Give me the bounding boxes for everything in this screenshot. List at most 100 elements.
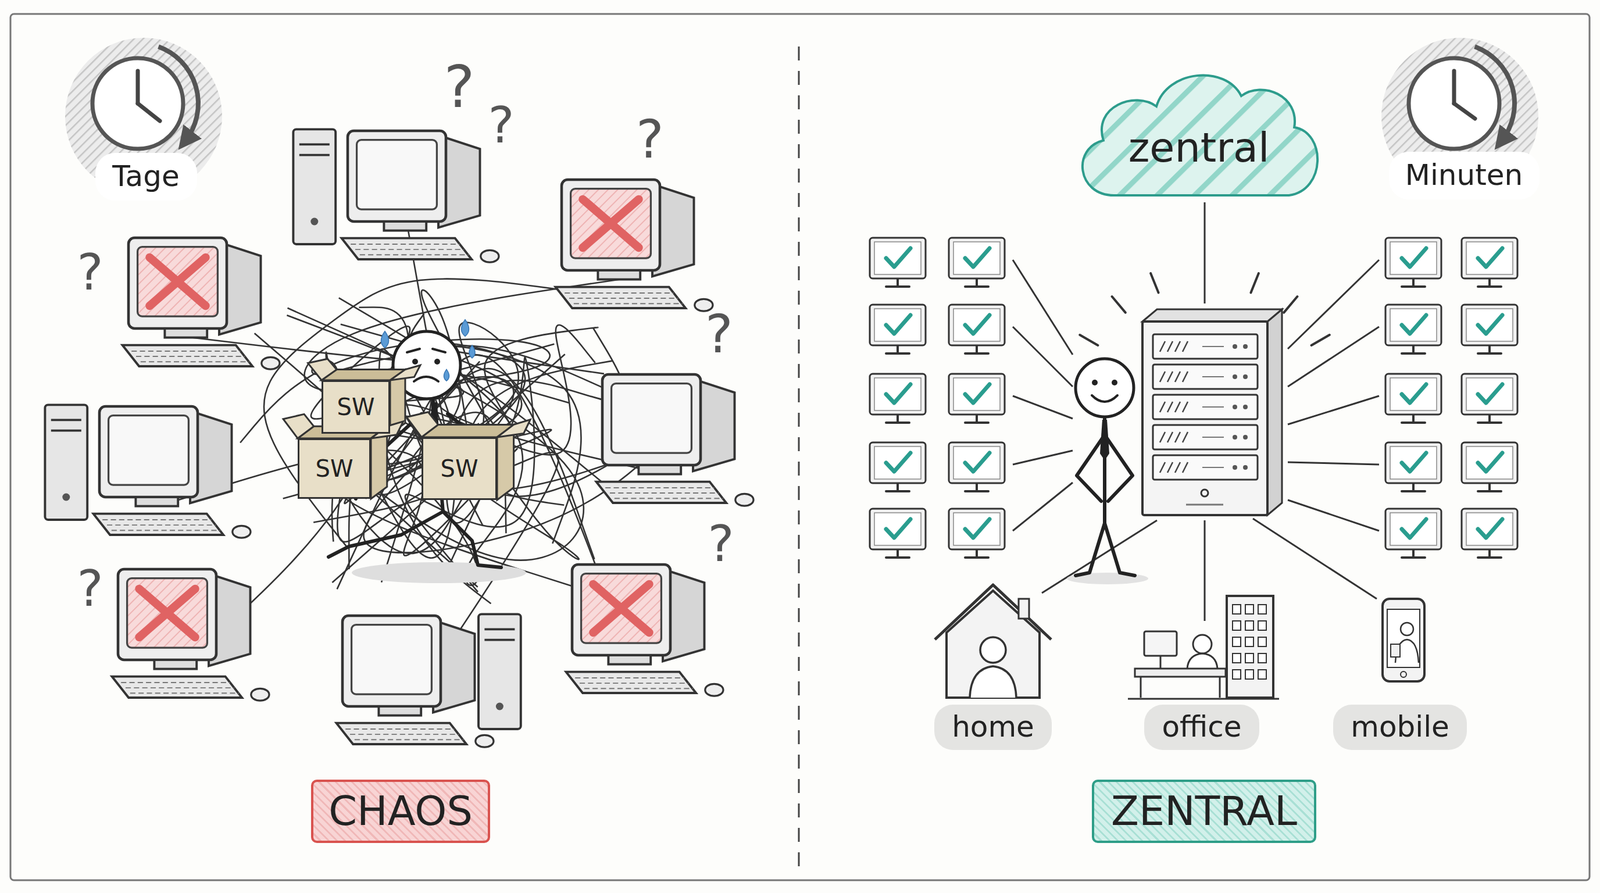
old-computer [108,415,189,486]
place-label: mobile [1333,704,1467,750]
ok-monitor [874,241,921,275]
ok-monitor [965,421,989,424]
place-icons [1232,620,1241,631]
ok-monitor [975,345,978,353]
ok-monitor [948,237,1005,279]
place-icons [1245,620,1254,631]
ok-monitor [1477,315,1503,334]
ok-monitor [896,549,899,557]
server-rack [1142,309,1282,322]
place-icons [1018,598,1030,619]
ok-monitor [1412,414,1415,422]
old-computer [609,492,719,494]
broken-computer [138,588,195,638]
status-box: CHAOS [311,779,491,844]
clock-icon [1475,46,1515,141]
ok-monitor [896,414,899,422]
ok-monitor [1385,442,1442,492]
old-computer [355,248,464,250]
stressed-person [406,348,420,353]
old-computer [342,615,441,707]
box-flaps [406,412,438,438]
place-icons [1382,598,1425,682]
network-lines [1150,273,1159,293]
broken-computer [570,188,652,259]
ok-monitor [869,304,926,354]
place-icons [934,584,1425,699]
old-computer [359,254,469,256]
server-rack [1167,431,1173,443]
place-icons [1258,653,1267,663]
ok-monitor [948,442,1005,484]
server-rack [1152,394,1258,420]
broken-computer [112,676,243,698]
ok-monitor [1385,304,1442,346]
network-lines [1012,450,1073,465]
old-computer [350,733,459,735]
node-text: mobile [1350,710,1450,745]
broken-computer [582,199,639,248]
ok-monitor [869,373,926,415]
ok-monitor [965,556,989,559]
broken-computer [582,199,639,248]
ok-monitor [869,304,926,346]
ok-monitor [965,315,990,334]
broken-computer [164,328,207,338]
old-computer [484,638,515,642]
place-icons [1193,634,1212,654]
ok-monitor [1461,237,1518,279]
old-computer [638,465,681,475]
broken-computer [566,672,697,694]
ok-monitor [874,446,921,480]
old-computer [102,519,212,521]
happy-person [1091,379,1098,386]
network-lines [1250,273,1259,293]
place-icons [1232,653,1241,663]
old-computer [293,129,336,245]
stressed-person [381,331,389,349]
ok-monitor [1390,241,1437,275]
ok-monitor [1401,452,1427,472]
broken-computer [120,681,230,684]
old-computer [378,706,421,716]
node-text: ZENTRAL [1111,787,1298,835]
stressed-person [351,562,527,584]
software-box: SW [421,437,498,500]
old-computer [345,728,455,730]
ok-monitor [948,508,1005,550]
network-lines [1311,334,1330,346]
happy-person [1111,379,1118,386]
server-rack [1142,309,1282,516]
tangled-cables [384,325,596,604]
ok-monitor [886,452,911,472]
ok-monitor [1466,377,1513,411]
box-flaps [308,358,337,381]
node-text: Minuten [1405,158,1523,193]
place-icons [1159,655,1162,669]
happy-person [1104,434,1133,502]
ok-monitor [1412,345,1415,353]
broken-computer [584,687,694,689]
ok-monitor [886,315,911,334]
server-rack [1142,321,1268,516]
server-rack [1167,371,1173,382]
server-rack [1182,401,1188,413]
server-rack [1159,341,1166,352]
broken-computer [581,573,662,644]
ok-monitor [975,549,978,557]
old-computer [135,497,178,507]
ok-monitor [896,483,899,491]
stressed-person [434,358,441,365]
ok-monitor [948,442,1005,492]
clock-icon [137,103,160,121]
place-icons [1245,669,1254,680]
ok-monitor [869,442,926,492]
ok-monitor [1488,345,1491,353]
happy-person [1066,358,1149,585]
network-lines [1287,326,1380,387]
old-computer [351,625,432,695]
software-box: SW [321,380,391,434]
place-icons [1258,637,1267,647]
server-rack [1159,371,1166,382]
